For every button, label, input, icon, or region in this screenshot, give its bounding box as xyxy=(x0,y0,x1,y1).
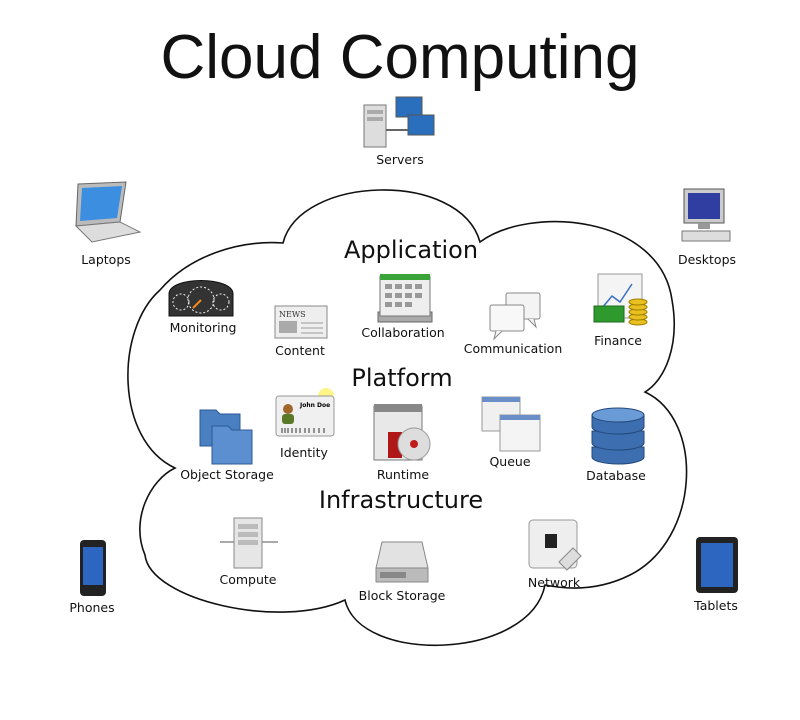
id-card-name: John Doe xyxy=(299,402,330,409)
object-storage-label: Object Storage xyxy=(180,467,274,482)
database-icon xyxy=(591,407,645,465)
tablet-icon xyxy=(696,537,738,593)
laptop-icon xyxy=(74,181,142,243)
platform-heading: Platform xyxy=(351,364,453,392)
phone-icon xyxy=(80,540,106,596)
hard-drive-block-storage-icon xyxy=(375,541,429,583)
servers-label: Servers xyxy=(376,152,424,167)
block-storage-label: Block Storage xyxy=(358,588,446,603)
identity-label: Identity xyxy=(280,445,328,460)
desktop-icon xyxy=(681,188,731,242)
compute-label: Compute xyxy=(219,572,277,587)
runtime-label: Runtime xyxy=(376,467,430,482)
monitoring-gauge-icon xyxy=(168,280,234,317)
server-tower-compute-icon xyxy=(220,517,278,569)
id-card-identity-icon: John Doe xyxy=(275,388,335,437)
desktops-label: Desktops xyxy=(677,252,737,267)
news-content-icon: NEWS xyxy=(274,305,328,339)
collaboration-label: Collaboration xyxy=(361,325,445,340)
network-jack-icon xyxy=(528,519,582,571)
phones-label: Phones xyxy=(69,600,115,615)
content-label: Content xyxy=(275,343,325,358)
diagram-title: Cloud Computing xyxy=(160,23,640,92)
speech-bubbles-communication-icon xyxy=(489,292,541,341)
laptops-label: Laptops xyxy=(81,252,131,267)
folders-object-storage-icon xyxy=(199,409,253,465)
application-heading: Application xyxy=(343,236,479,264)
calendar-collaboration-icon xyxy=(377,274,433,323)
runtime-package-disc-icon xyxy=(373,404,431,461)
finance-label: Finance xyxy=(594,333,642,348)
finance-chart-money-icon xyxy=(593,273,648,326)
news-text: NEWS xyxy=(279,310,306,319)
communication-label: Communication xyxy=(463,341,563,356)
tablets-label: Tablets xyxy=(694,598,738,613)
monitoring-label: Monitoring xyxy=(169,320,237,335)
windows-queue-icon xyxy=(481,396,541,452)
queue-label: Queue xyxy=(489,454,531,469)
database-label: Database xyxy=(586,468,646,483)
infrastructure-heading: Infrastructure xyxy=(318,486,484,514)
servers-icon xyxy=(363,96,435,148)
network-label: Network xyxy=(527,575,581,590)
